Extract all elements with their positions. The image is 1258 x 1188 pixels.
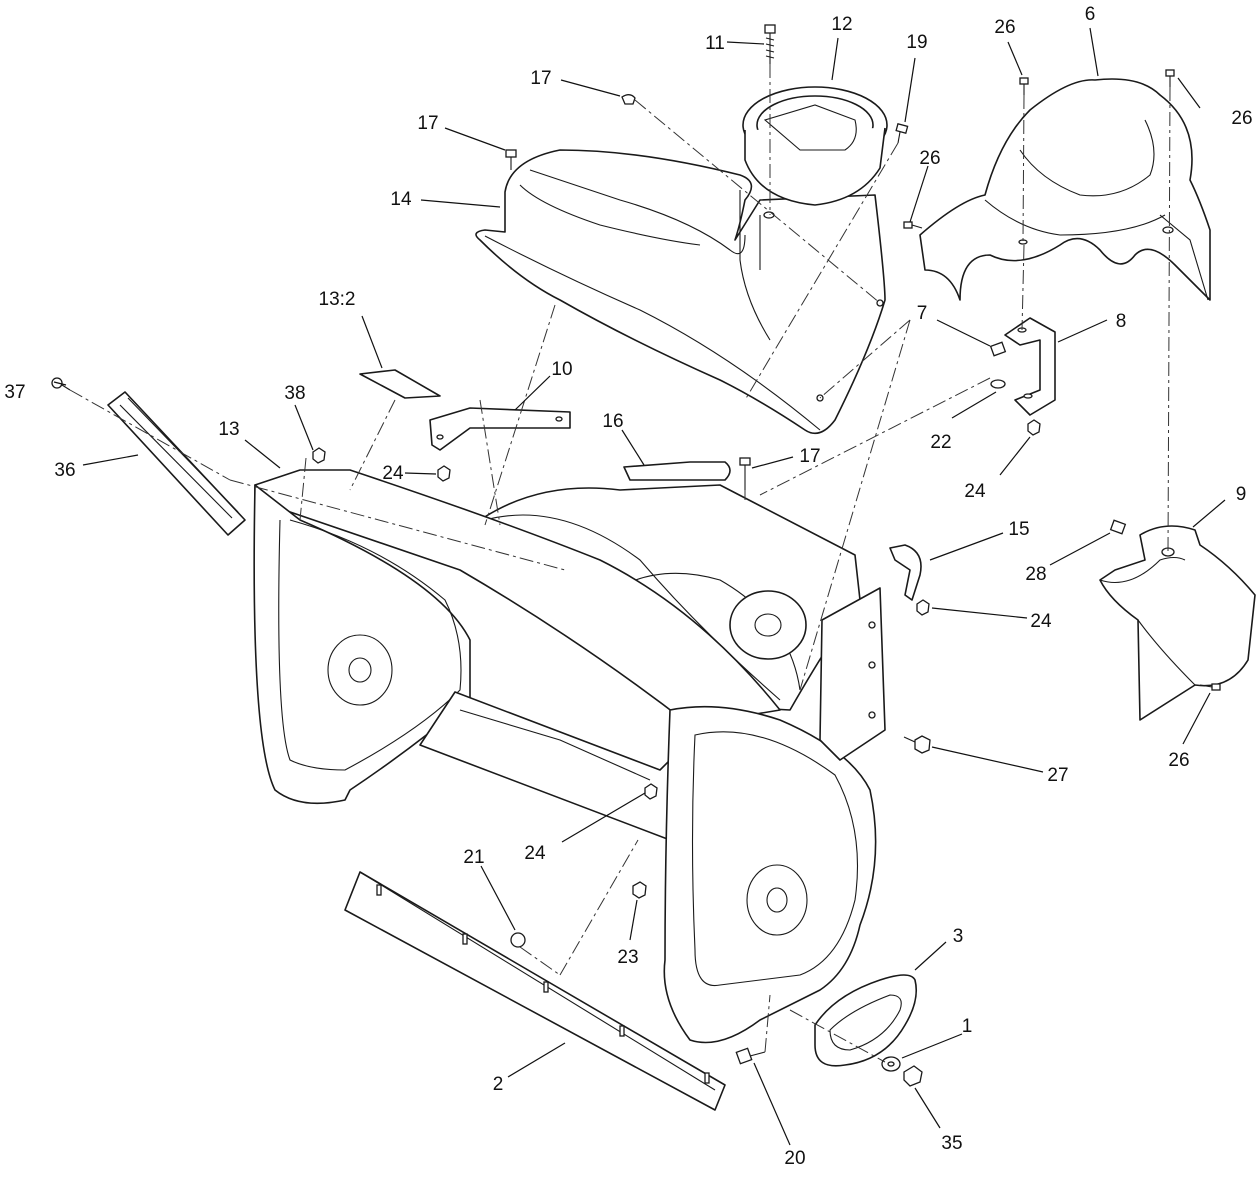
callout-24-bracket: 24	[964, 481, 986, 502]
callout-24-right: 24	[1030, 611, 1052, 632]
bolt-part-17-c	[739, 457, 751, 490]
callout-19: 19	[906, 32, 927, 53]
clip-part-28	[1109, 519, 1127, 535]
skid-shoe-part-3	[814, 974, 918, 1067]
scraper-blade-part-2	[344, 871, 726, 1111]
bolt-part-20	[735, 1047, 766, 1065]
callout-7: 7	[917, 303, 928, 324]
callout-8: 8	[1116, 311, 1127, 332]
nut-part-24-d	[644, 783, 658, 800]
screw-part-26-a	[1019, 77, 1029, 95]
nut-part-24-b	[1027, 419, 1041, 436]
screw-part-26-c	[903, 221, 923, 229]
clip-part-7	[989, 341, 1007, 357]
screw-part-26-b	[1165, 69, 1175, 87]
callout-28: 28	[1025, 564, 1046, 585]
knob-part-21	[510, 932, 526, 948]
callout-15: 15	[1008, 519, 1029, 540]
callout-27: 27	[1047, 765, 1068, 786]
callout-38: 38	[284, 383, 305, 404]
callout-16: 16	[602, 411, 623, 432]
label-plate-part-13-2	[359, 369, 441, 399]
callout-labels: 11 12 19 26 6 17 26 17 14 26 13:2 7 8 10…	[4, 4, 1252, 1169]
auger-housing-part-13	[253, 469, 886, 1044]
callout-36: 36	[54, 460, 75, 481]
side-cover-part-9	[1099, 525, 1256, 721]
callout-20: 20	[784, 1148, 805, 1169]
wear-strip-part-36	[107, 391, 246, 536]
callout-12: 12	[831, 14, 852, 35]
nut-part-24-c	[916, 599, 930, 616]
bolt-part-19	[895, 123, 909, 144]
callout-24-left: 24	[382, 463, 404, 484]
washer-part-1	[881, 1056, 901, 1072]
nut-part-23	[632, 881, 647, 899]
leader-lines	[53, 27, 1226, 1146]
chute-assembly-part-14	[475, 149, 886, 435]
bolt-part-17-b	[505, 149, 517, 170]
callout-26-middle: 26	[919, 148, 940, 169]
callout-22: 22	[930, 432, 951, 453]
callout-23: 23	[617, 947, 638, 968]
callout-3: 3	[953, 926, 964, 947]
bracket-part-8	[1004, 317, 1056, 416]
bolt-part-27	[903, 735, 931, 754]
callout-35: 35	[941, 1133, 962, 1154]
callout-11: 11	[705, 33, 725, 54]
callout-13-2: 13:2	[319, 289, 356, 310]
washer-part-22	[990, 379, 1006, 389]
handle-part-16	[623, 461, 731, 481]
callout-6: 6	[1085, 4, 1096, 25]
callout-14: 14	[390, 189, 412, 210]
callout-10: 10	[551, 359, 572, 380]
callout-26-top-left: 26	[994, 17, 1015, 38]
chute-cover-part-6	[919, 78, 1211, 301]
callout-37: 37	[4, 382, 25, 403]
callout-13: 13	[218, 419, 239, 440]
bar-part-10	[429, 407, 571, 451]
callout-2: 2	[493, 1074, 504, 1095]
callout-24-lower: 24	[524, 843, 546, 864]
bolt-part-17-a	[621, 94, 636, 105]
callout-17-left: 17	[417, 113, 438, 134]
screw-part-26-d	[1199, 683, 1221, 691]
nut-part-24-a	[437, 465, 451, 482]
callout-26-bottom: 26	[1168, 750, 1189, 771]
bolt-part-11	[764, 24, 776, 64]
spout-ring-part-12	[742, 86, 888, 206]
callout-17-center: 17	[799, 446, 820, 467]
bracket-part-15	[889, 544, 922, 601]
assembly-lines	[69, 64, 1171, 1063]
callout-26-top-right: 26	[1231, 108, 1252, 129]
nut-part-35	[903, 1065, 923, 1087]
callout-17-top: 17	[530, 68, 551, 89]
callout-9: 9	[1236, 484, 1247, 505]
callout-1: 1	[962, 1016, 973, 1037]
callout-21: 21	[463, 847, 484, 868]
nut-part-38	[312, 447, 326, 464]
